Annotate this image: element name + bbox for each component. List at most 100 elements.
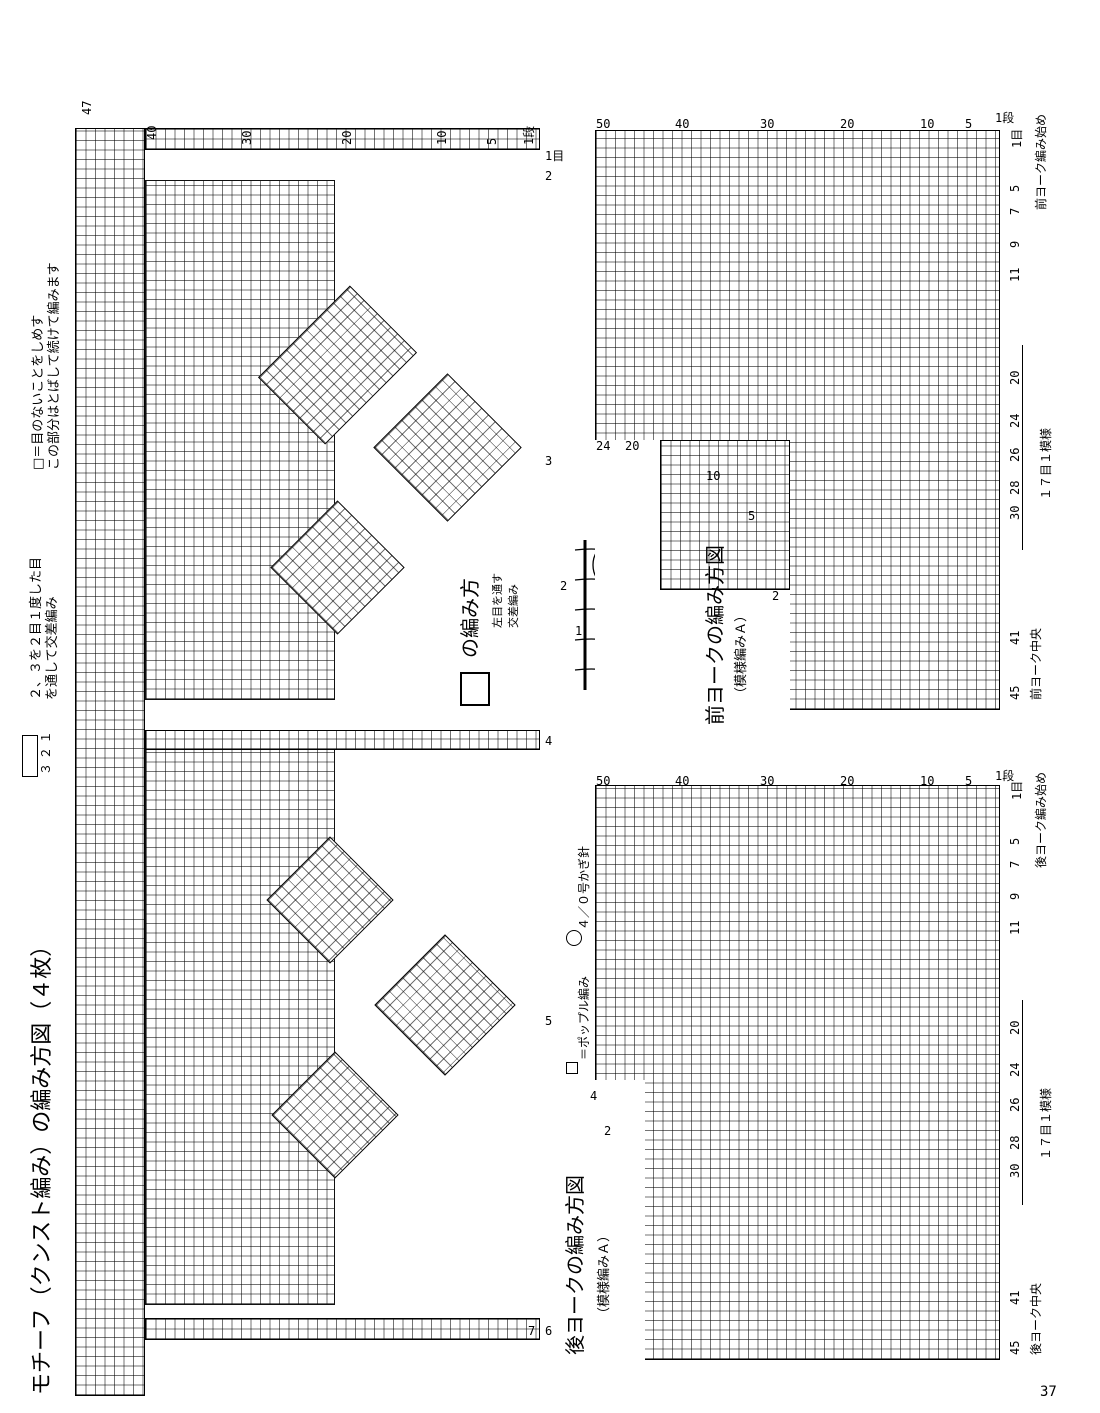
front-yoke-repeat-label: １７目１模様 — [1039, 427, 1053, 500]
front-yoke-center-label: 前ヨーク中央 — [1029, 627, 1043, 700]
motif-section-label: 3 — [545, 454, 553, 468]
front-yoke-col-number: 7 — [1008, 207, 1022, 215]
motif-row-number: 47 — [80, 100, 94, 115]
cross-stitch-caption-2: 交差編み — [507, 584, 520, 628]
cross-stitch-step: 1 — [575, 624, 583, 638]
motif-section-label: 2 — [545, 169, 553, 183]
back-yoke-row-number: 20 — [840, 774, 855, 788]
back-yoke-left-row: 4 — [590, 1089, 598, 1103]
legend-line-1: □＝目のないことをしめす — [31, 314, 46, 470]
back-yoke-row-number: 10 — [920, 774, 935, 788]
motif-row-number: 5 — [485, 137, 499, 145]
motif-diamond — [373, 373, 522, 522]
front-yoke-col-number: 26 — [1008, 447, 1022, 462]
motif-diamond — [374, 934, 516, 1076]
back-yoke-col-number: 11 — [1008, 920, 1022, 935]
legend-line-2: この部分はとばして続けて編みます — [47, 262, 62, 470]
back-yoke-subtitle: （模様編みＡ） — [597, 1228, 612, 1320]
back-yoke-bracket — [1022, 1000, 1023, 1205]
motif-section-label: 5 — [545, 1014, 553, 1028]
back-yoke-center-label: 後ヨーク中央 — [1029, 1282, 1043, 1355]
front-yoke-row-number: 1段 — [995, 111, 1015, 125]
motif-row-number: 40 — [145, 125, 159, 140]
motif-grid-lower — [145, 745, 335, 1305]
motif-section-label: 4 — [545, 734, 553, 748]
front-yoke-col-number: 9 — [1008, 240, 1022, 248]
back-yoke-row-number: 40 — [675, 774, 690, 788]
motif-spike-top — [145, 128, 540, 150]
front-yoke-row-number: 50 — [596, 117, 611, 131]
front-yoke-col-number: 30 — [1008, 505, 1022, 520]
back-yoke-row-number: 1段 — [995, 769, 1015, 783]
back-yoke-row-number: 5 — [965, 774, 973, 788]
motif-row-number: 20 — [340, 130, 354, 145]
front-yoke-row-number: 10 — [920, 117, 935, 131]
front-yoke-row-number: 20 — [840, 117, 855, 131]
back-yoke-col-number: 24 — [1008, 1062, 1022, 1077]
front-yoke-col-number: 5 — [1008, 184, 1022, 192]
front-yoke-left-row: 20 — [625, 439, 640, 453]
motif-spike-bottom — [145, 1318, 540, 1340]
cross-stitch-step: 2 — [560, 579, 568, 593]
back-yoke-title: 後ヨークの編み方図 — [563, 1175, 587, 1355]
back-yoke-col-number: 30 — [1008, 1163, 1022, 1178]
motif-grid-base — [75, 128, 145, 1396]
front-yoke-left-row: 2 — [772, 589, 780, 603]
motif-section-label: 6 — [545, 1324, 553, 1338]
back-yoke-col-number: 5 — [1008, 837, 1022, 845]
back-yoke-cutout — [595, 1080, 645, 1362]
front-yoke-subtitle: （模様編みＡ） — [734, 608, 749, 700]
front-yoke-start-label: 前ヨーク編み始め — [1034, 113, 1048, 210]
popcorn-label: ＝ポップル編み — [577, 975, 591, 1060]
front-yoke-steps — [660, 440, 790, 590]
cross-stitch-caption-1: 左目を通す — [491, 573, 504, 628]
front-yoke-col-number: 24 — [1008, 413, 1022, 428]
front-yoke-col-number: 20 — [1008, 370, 1022, 385]
cross-symbol-icon — [22, 735, 38, 777]
front-yoke-col-number: 28 — [1008, 480, 1022, 495]
back-yoke-col-number: 1目 — [1010, 780, 1024, 800]
front-yoke-row-number: 40 — [675, 117, 690, 131]
front-yoke-bracket — [1022, 345, 1023, 550]
back-yoke-grid — [595, 785, 1000, 1360]
front-yoke-left-row: 24 — [596, 439, 611, 453]
front-yoke-left-row: 10 — [706, 469, 721, 483]
back-yoke-start-label: 後ヨーク編み始め — [1034, 771, 1048, 868]
back-yoke-left-row: 2 — [604, 1124, 612, 1138]
symbol-note-2: を通して交差編み — [45, 596, 60, 700]
needle-icon — [566, 930, 582, 946]
symbol-numbers: ３ ２ １ — [39, 731, 53, 775]
page-number: 37 — [1040, 1384, 1057, 1400]
back-yoke-col-number: 26 — [1008, 1097, 1022, 1112]
front-yoke-row-number: 30 — [760, 117, 775, 131]
front-yoke-row-number: 5 — [965, 117, 973, 131]
motif-grid-upper — [145, 180, 335, 700]
back-yoke-col-number: 28 — [1008, 1135, 1022, 1150]
front-yoke-col-number: 45 — [1008, 685, 1022, 700]
motif-spike-mid — [145, 730, 540, 750]
motif-section-label: 7 — [528, 1324, 536, 1338]
back-yoke-col-number: 41 — [1008, 1290, 1022, 1305]
front-yoke-left-row: 5 — [748, 509, 756, 523]
cross-stitch-symbol-icon — [460, 672, 490, 706]
motif-row-number: 10 — [435, 130, 449, 145]
motif-section-label: 1目 — [545, 149, 565, 163]
front-yoke-col-number: 11 — [1008, 267, 1022, 282]
back-yoke-row-number: 30 — [760, 774, 775, 788]
motif-row-number: 1段 — [522, 125, 536, 145]
back-yoke-col-number: 9 — [1008, 892, 1022, 900]
back-yoke-row-number: 50 — [596, 774, 611, 788]
motif-title: モチーフ（クンスト編み）の編み方図（４枚） — [30, 934, 55, 1395]
front-yoke-col-number: 41 — [1008, 630, 1022, 645]
popcorn-icon — [566, 1062, 578, 1074]
back-yoke-col-number: 7 — [1008, 860, 1022, 868]
front-yoke-col-number: 1目 — [1010, 128, 1024, 148]
needle-label: ４／０号かぎ針 — [577, 845, 591, 930]
symbol-note-1: ２、３を２目１度した目 — [29, 556, 44, 700]
back-yoke-col-number: 20 — [1008, 1020, 1022, 1035]
back-yoke-col-number: 45 — [1008, 1340, 1022, 1355]
front-yoke-title: 前ヨークの編み方図 — [703, 545, 727, 725]
motif-row-number: 30 — [240, 130, 254, 145]
back-yoke-repeat-label: １７目１模様 — [1039, 1087, 1053, 1160]
cross-stitch-title: の編み方 — [458, 578, 482, 658]
